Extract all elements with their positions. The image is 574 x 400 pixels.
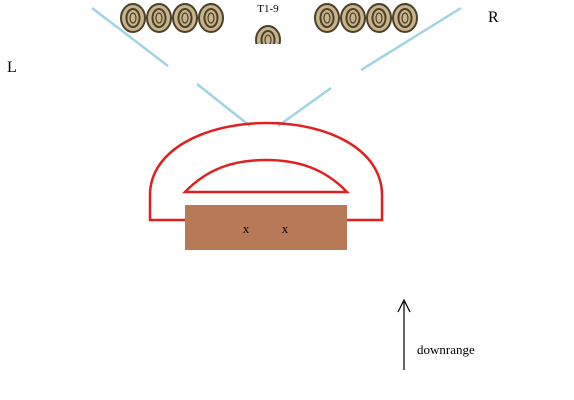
fan-line-left-lower — [196, 83, 251, 127]
position-mark-1: x — [243, 221, 250, 236]
right-label: R — [488, 9, 499, 26]
arrow-up-icon — [397, 298, 411, 370]
barricade — [148, 121, 384, 222]
steel-plate-target-icon — [340, 3, 366, 33]
steel-plate-target-icon — [198, 3, 224, 33]
downrange-label: downrange — [417, 342, 475, 357]
position-mark-2: x — [282, 221, 289, 236]
barricade-inner-arch — [182, 158, 350, 194]
target-row — [120, 3, 418, 60]
steel-plate-target-icon — [172, 3, 198, 33]
fan-lines — [91, 6, 462, 128]
fan-line-right-lower — [277, 86, 332, 128]
steel-plate-target-icon — [146, 3, 172, 33]
steel-plate-target-icon — [120, 3, 146, 33]
barricade-outer-arch — [148, 121, 384, 222]
fan-line-left-upper — [91, 7, 169, 67]
left-label: L — [7, 59, 17, 76]
target-group-label: T1-9 — [257, 3, 279, 15]
steel-plate-target-icon — [366, 3, 392, 33]
target-mask — [250, 44, 290, 60]
steel-plate-target-icon — [314, 3, 340, 33]
fan-line-right-upper — [360, 6, 462, 72]
shooting-table — [185, 205, 347, 250]
steel-plate-target-icon — [392, 3, 418, 33]
